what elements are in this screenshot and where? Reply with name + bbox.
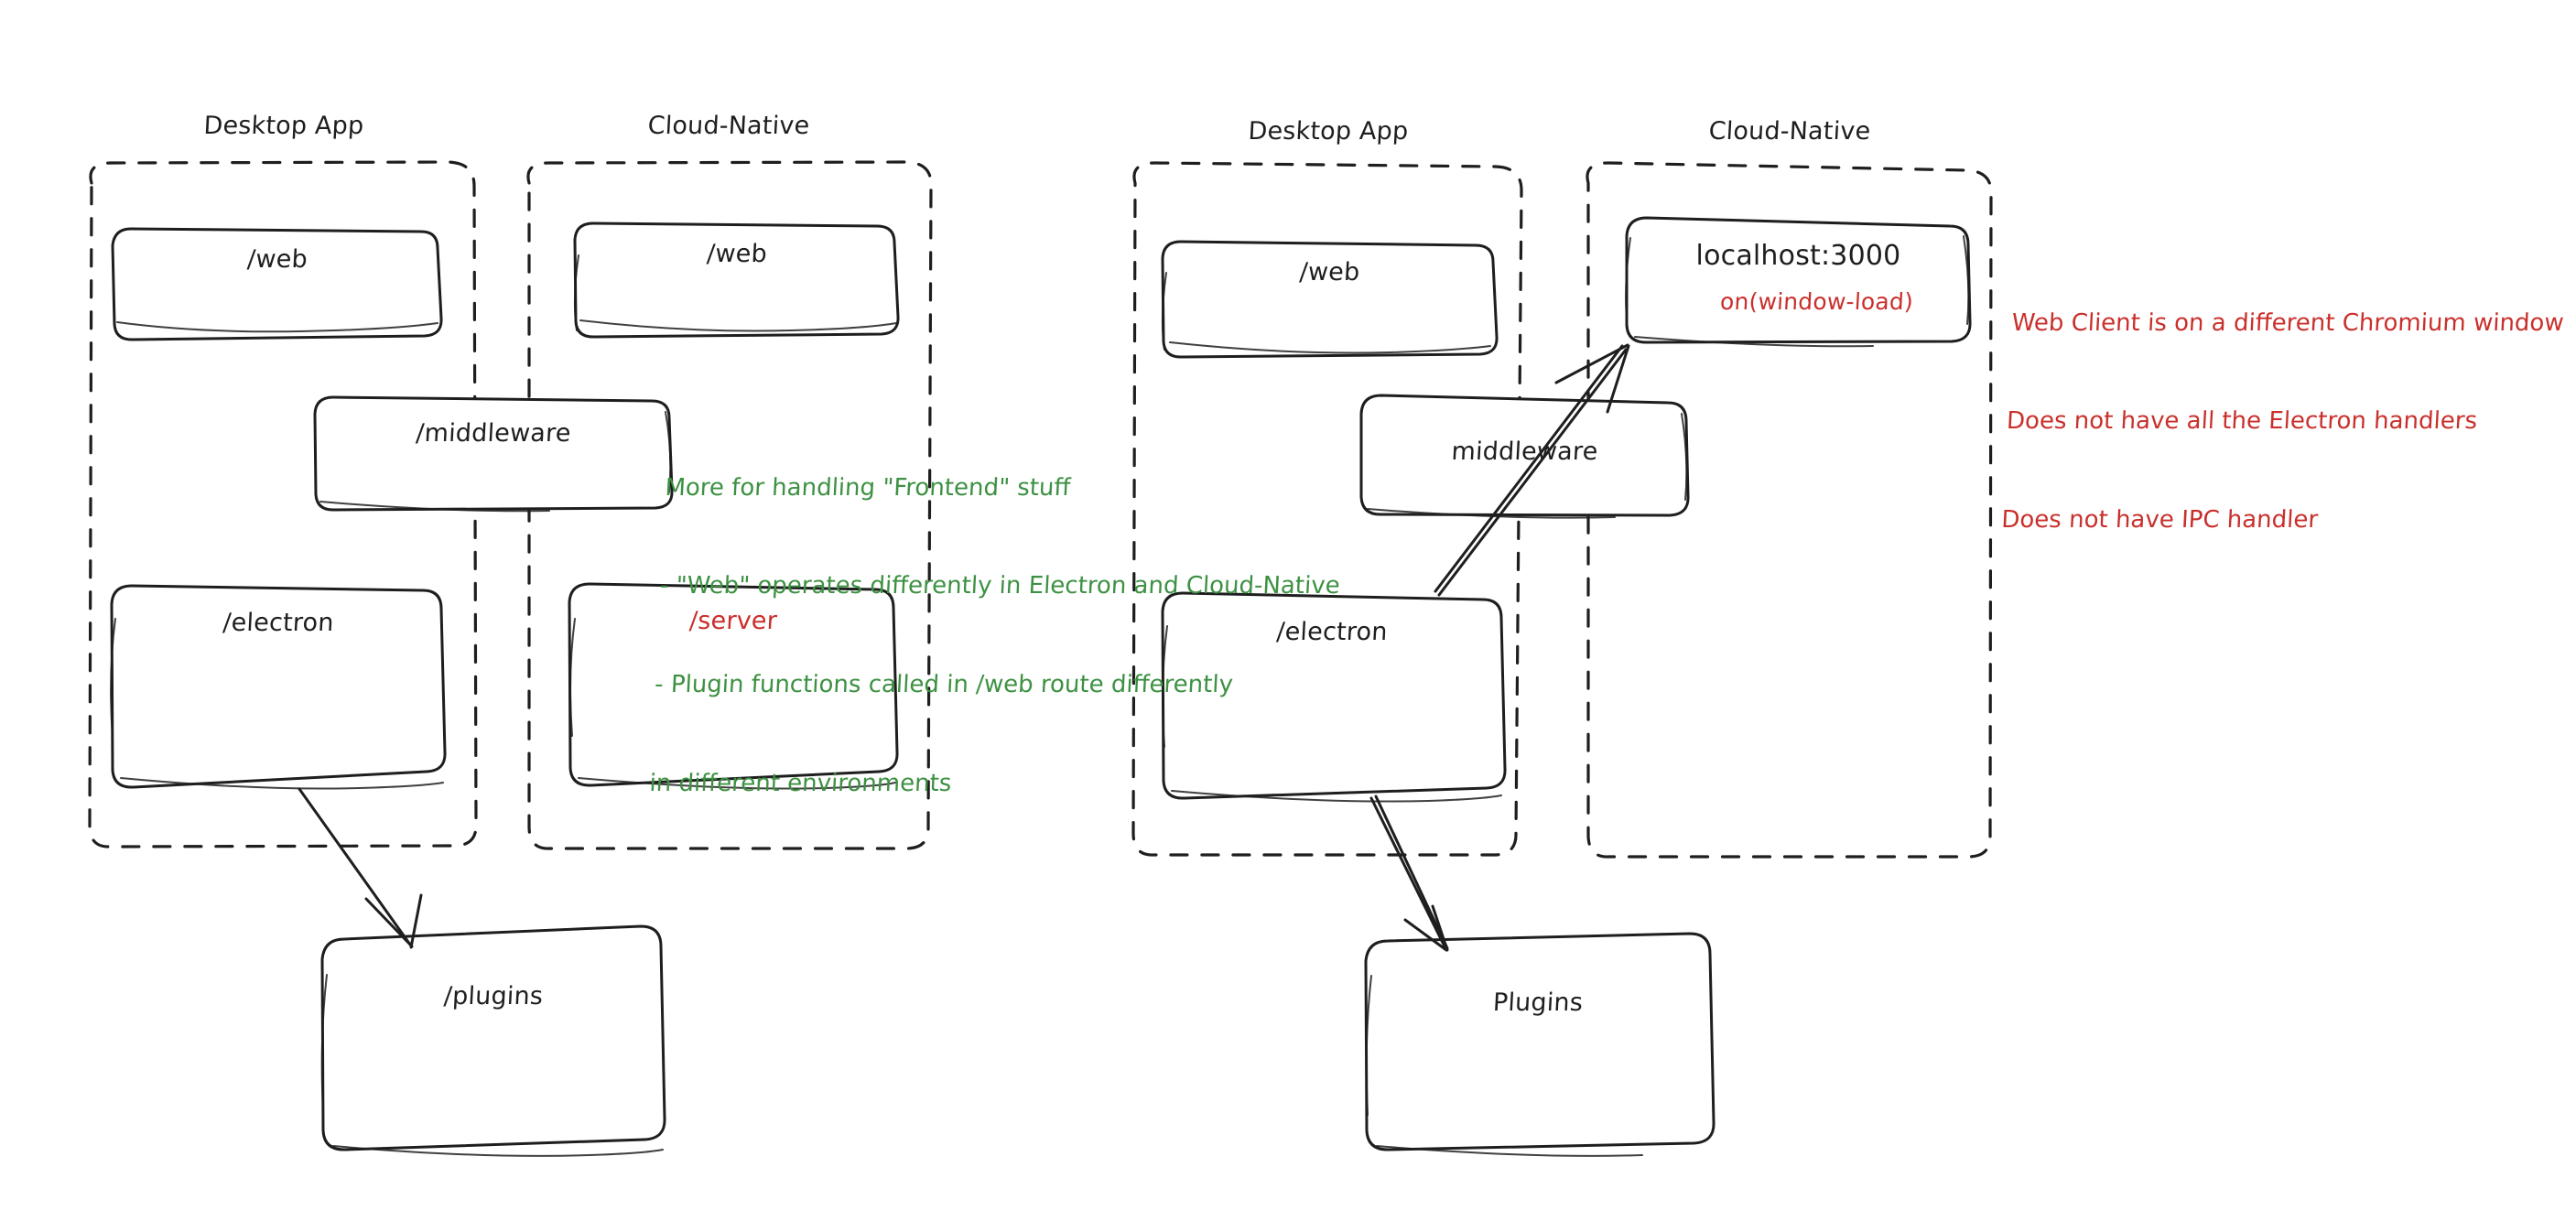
box-left-plugins [320, 924, 666, 1157]
box-label-left-web-cloud: /web [706, 240, 768, 268]
annotation-green-line-1: More for handling "Frontend" stuff [664, 473, 1072, 502]
group-title-right-cloud-native: Cloud-Native [1707, 117, 1872, 146]
arrow-right-electron-to-localhost [1434, 343, 1630, 597]
box-label-left-middleware: /middleware [415, 419, 572, 448]
arrow-right-electron-to-plugins [1369, 794, 1449, 952]
annotation-green-line-3: - Plugin functions called in /web route … [654, 671, 1234, 698]
box-sublabel-right-localhost-on-window-load: on(window-load) [1719, 288, 1914, 315]
box-label-left-electron: /electron [222, 609, 335, 637]
annotation-green-line-4: in different environments [648, 769, 953, 797]
box-right-localhost [1625, 216, 1972, 348]
annotation-red-line-3: Does not have IPC handler [2000, 506, 2319, 534]
annotation-red-line-2: Does not have all the Electron handlers [2006, 407, 2478, 436]
group-title-right-desktop-app: Desktop App [1247, 117, 1410, 146]
box-label-left-plugins: /plugins [443, 982, 544, 1010]
box-right-plugins [1364, 932, 1716, 1157]
box-label-right-middleware: middleware [1450, 438, 1599, 466]
annotation-red-note: Web Client is on a different Chromium wi… [1997, 242, 2569, 603]
group-title-left-desktop-app: Desktop App [202, 112, 365, 140]
box-label-left-web-desktop: /web [246, 245, 308, 274]
annotation-green-line-2: - "Web" operates differently in Electron… [659, 572, 1341, 600]
box-left-middleware [313, 395, 674, 513]
box-label-right-web: /web [1298, 258, 1361, 286]
box-label-right-plugins: Plugins [1492, 989, 1584, 1017]
box-label-right-localhost: localhost:3000 [1695, 240, 1901, 272]
annotation-green-note: More for handling "Frontend" stuff - "We… [645, 406, 1349, 866]
arrow-left-electron-to-plugins [298, 787, 423, 949]
group-title-left-cloud-native: Cloud-Native [646, 112, 811, 140]
annotation-red-line-1: Web Client is on a different Chromium wi… [2010, 308, 2565, 337]
